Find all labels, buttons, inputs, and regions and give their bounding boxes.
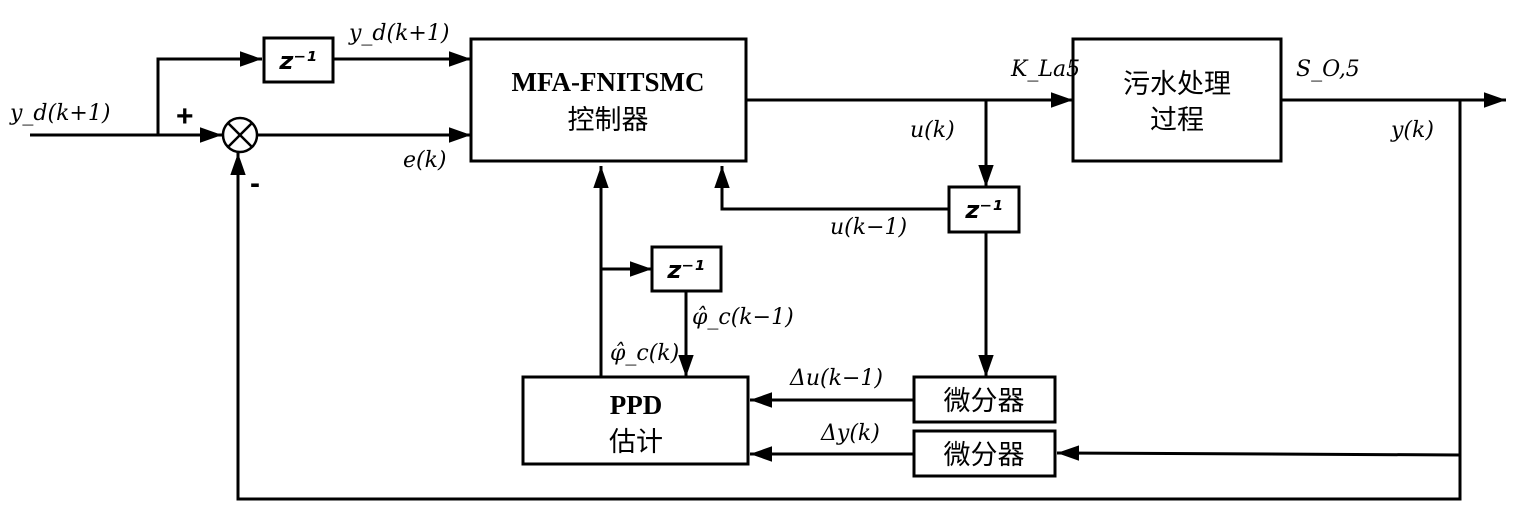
delay-block-u: z⁻¹ bbox=[947, 185, 1021, 234]
signal-phi-k: φ̂_c(k) bbox=[610, 341, 679, 366]
signal-yd-input: y_d(k+1) bbox=[9, 101, 110, 126]
estimator-name: PPD bbox=[610, 390, 662, 420]
feedforward-branch-wire bbox=[156, 51, 262, 135]
delay-label-phi: z⁻¹ bbox=[666, 256, 704, 284]
delay-label-u: z⁻¹ bbox=[964, 196, 1002, 224]
summing-junction bbox=[221, 116, 259, 154]
controller-block: MFA-FNITSMC 控制器 bbox=[469, 37, 748, 163]
signal-u-k-minus-1: u(k−1) bbox=[830, 215, 907, 240]
controller-name: MFA-FNITSMC bbox=[512, 67, 705, 97]
differentiator-u-block: 微分器 bbox=[912, 375, 1057, 424]
signal-error: e(k) bbox=[403, 148, 447, 173]
differentiator-y-label: 微分器 bbox=[944, 440, 1025, 471]
signal-yd-top: y_d(k+1) bbox=[348, 21, 449, 46]
signal-output-var: S_O,5 bbox=[1296, 57, 1360, 82]
differentiator-y-block: 微分器 bbox=[912, 429, 1057, 478]
signal-phi-k-minus-1: φ̂_c(k−1) bbox=[692, 305, 794, 330]
signal-delta-u: Δu(k−1) bbox=[789, 366, 883, 391]
signal-delta-y: Δy(k) bbox=[820, 421, 880, 446]
differentiator-u-label: 微分器 bbox=[944, 386, 1025, 417]
y-feedback-wire bbox=[230, 153, 1462, 501]
delay-label-top: z⁻¹ bbox=[278, 47, 316, 75]
ppd-estimator-block: PPD 估计 bbox=[521, 375, 750, 466]
delay-block-top: z⁻¹ bbox=[262, 36, 335, 84]
process-block: 污水处理 过程 bbox=[1071, 37, 1283, 163]
process-line1: 污水处理 bbox=[1123, 69, 1231, 100]
signal-control-input: K_La5 bbox=[1010, 57, 1080, 82]
minus-sign: - bbox=[250, 167, 260, 200]
signal-u-k: u(k) bbox=[910, 118, 955, 143]
delay-block-phi: z⁻¹ bbox=[650, 245, 723, 293]
controller-subtitle: 控制器 bbox=[568, 105, 649, 136]
process-line2: 过程 bbox=[1150, 105, 1204, 136]
uk1-feedback-wire bbox=[714, 166, 949, 211]
estimator-subtitle: 估计 bbox=[609, 427, 663, 458]
plus-sign: + bbox=[176, 100, 194, 133]
signal-y-k: y(k) bbox=[1390, 118, 1434, 143]
